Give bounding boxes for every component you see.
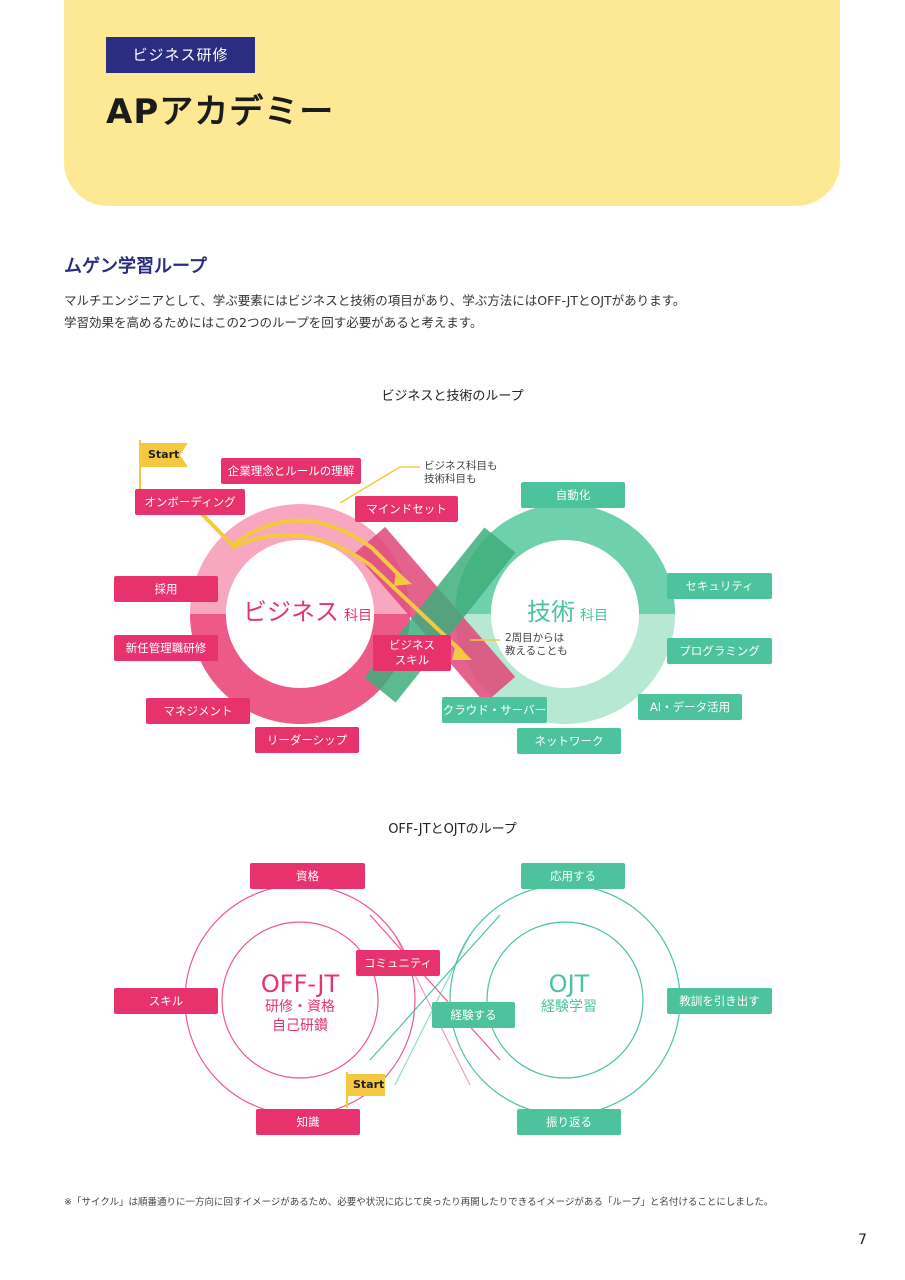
offjt-label-main: OFF-JT: [260, 970, 340, 998]
tag-knowledge: 知識: [256, 1109, 360, 1135]
tag-reflect: 振り返る: [517, 1109, 621, 1135]
tag-programming: プログラミング: [667, 638, 772, 664]
footnote: ※「サイクル」は順番通りに一方向に回すイメージがあるため、必要や状況に応じて戻っ…: [64, 1197, 774, 1208]
tag-business-skill: ビジネス スキル: [373, 635, 451, 671]
ojt-label-main: OJT: [548, 970, 590, 998]
intro-text: マルチエンジニアとして、学ぶ要素にはビジネスと技術の項目があり、学ぶ方法にはOF…: [64, 290, 685, 334]
page-number: 7: [858, 1232, 867, 1248]
header-banner: ビジネス研修 APアカデミー: [64, 0, 840, 206]
tag-onboarding: オンボーディング: [135, 489, 245, 515]
tag-recruiting: 採用: [114, 576, 218, 602]
offjt-inner: [221, 921, 379, 1079]
page-title: APアカデミー: [106, 92, 335, 132]
cross-line-green: [369, 914, 501, 1061]
diagram1-title: ビジネスと技術のループ: [381, 389, 524, 404]
tag-mindset: マインドセット: [355, 496, 458, 522]
tech-subject-label: 技術 科目: [515, 592, 620, 627]
intro-line: マルチエンジニアとして、学ぶ要素にはビジネスと技術の項目があり、学ぶ方法にはOF…: [64, 293, 686, 308]
tag-line: スキル: [394, 653, 430, 667]
business-subject-label: ビジネス 科目: [240, 592, 375, 627]
note-both-subjects: ビジネス科目も 技術科目も: [424, 460, 498, 486]
start-label-2: Start: [353, 1078, 385, 1091]
tech-label-sub: 科目: [580, 608, 609, 624]
tag-skill: スキル: [114, 988, 218, 1014]
offjt-label-sub: 自己研鑽: [272, 1018, 328, 1034]
ojt-label: OJT 経験学習: [510, 970, 628, 1017]
tech-label-main: 技術: [526, 598, 575, 626]
diagram2-title: OFF-JTとOJTのループ: [388, 822, 517, 837]
tag-new-manager-training: 新任管理職研修: [114, 635, 218, 661]
start-label: Start: [148, 448, 180, 461]
note-line: ビジネス科目も: [424, 460, 498, 472]
intro-line: 学習効果を高めるためにはこの2つのループを回す必要があると考えます。: [64, 315, 483, 330]
start-flag-2-icon: [347, 1074, 385, 1096]
business-center: [226, 540, 374, 688]
tag-automation: 自動化: [521, 482, 625, 508]
tag-experience: 経験する: [432, 1002, 515, 1028]
tag-community: コミュニティ: [356, 950, 440, 976]
tag-draw-lessons: 教訓を引き出す: [667, 988, 772, 1014]
tag-line: ビジネス: [389, 638, 435, 652]
start-flag-icon: [140, 443, 188, 467]
note-line: 2周目からは: [505, 632, 565, 644]
tag-security: セキュリティ: [667, 573, 772, 599]
business-label-sub: 科目: [344, 608, 373, 624]
note-line: 技術科目も: [424, 473, 477, 485]
offjt-label-sub: 研修・資格: [265, 999, 335, 1015]
business-label-main: ビジネス: [242, 598, 339, 626]
tag-apply: 応用する: [521, 863, 625, 889]
tag-management: マネジメント: [146, 698, 250, 724]
arrow-head-2: [452, 644, 472, 660]
tag-cloud-server: クラウド・サーバー: [442, 697, 547, 723]
category-badge: ビジネス研修: [106, 37, 255, 73]
section-heading: ムゲン学習ループ: [64, 256, 207, 277]
tag-ai-data: AI・データ活用: [638, 694, 742, 720]
note-line-top: [339, 466, 420, 504]
note-line: 教えることも: [505, 645, 568, 657]
note-second-round: 2周目からは 教えることも: [505, 632, 568, 658]
arrow-head-1: [394, 570, 412, 586]
tag-network: ネットワーク: [517, 728, 621, 754]
arrow-path-2: [231, 532, 464, 654]
ojt-inner: [486, 921, 644, 1079]
ojt-label-sub: 経験学習: [541, 999, 597, 1015]
tag-leadership: リーダーシップ: [255, 727, 359, 753]
tech-center: [491, 540, 639, 688]
offjt-label: OFF-JT 研修・資格 自己研鑽: [230, 970, 370, 1036]
tag-corporate-philosophy: 企業理念とルールの理解: [221, 458, 361, 484]
arrow-path-1: [198, 510, 404, 580]
tag-qualification: 資格: [250, 863, 365, 889]
